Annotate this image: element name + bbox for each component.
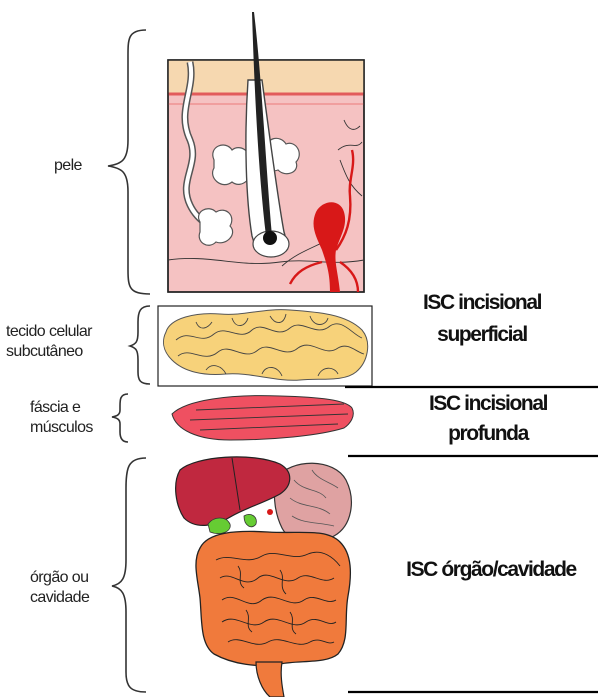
label-fascia-line2: músculos (30, 418, 93, 438)
sweat-gland (199, 209, 233, 246)
braces (108, 30, 150, 692)
label-fascia-line1: fáscia e (30, 398, 93, 418)
subcutaneous-tissue (158, 306, 372, 386)
fascia-brace (112, 394, 128, 442)
label-fascia: fáscia e músculos (30, 398, 93, 438)
hair-papilla (263, 231, 277, 245)
label-subcutaneous: tecido celular subcutâneo (6, 322, 92, 362)
large-intestine (196, 531, 350, 665)
label-organ-line2: cavidade (30, 588, 89, 608)
isc-organ-space-text: ISC órgão/cavidade (384, 558, 598, 582)
subcutaneous-brace (130, 306, 150, 384)
label-subcutaneous-line1: tecido celular (6, 322, 92, 342)
epidermis-surface (168, 60, 364, 94)
liver (176, 457, 290, 526)
isc-superficial-line2: superficial (392, 323, 572, 347)
skin-brace (108, 30, 150, 294)
isc-organ-space: ISC órgão/cavidade (384, 558, 598, 582)
gallbladder (208, 518, 230, 534)
fat-lobule (164, 310, 368, 381)
rectum (256, 662, 284, 697)
isc-deep: ISC incisional profunda (398, 392, 578, 446)
label-skin-text: pele (54, 157, 82, 174)
label-organ-line1: órgão ou (30, 568, 89, 588)
isc-superficial-line1: ISC incisional (392, 291, 572, 315)
isc-deep-line2: profunda (398, 422, 578, 446)
sebaceous-gland-left (213, 145, 251, 185)
label-subcutaneous-line2: subcutâneo (6, 342, 92, 362)
pancreas-dot (267, 509, 273, 515)
fascia-muscle (172, 396, 353, 440)
muscle-bundle (172, 396, 353, 440)
label-skin: pele (54, 156, 82, 176)
abdominal-organs (176, 457, 352, 697)
isc-superficial: ISC incisional superficial (392, 291, 572, 347)
organ-brace (112, 458, 146, 692)
isc-deep-line1: ISC incisional (398, 392, 578, 416)
label-organ: órgão ou cavidade (30, 568, 89, 608)
skin-cross-section (168, 12, 364, 292)
